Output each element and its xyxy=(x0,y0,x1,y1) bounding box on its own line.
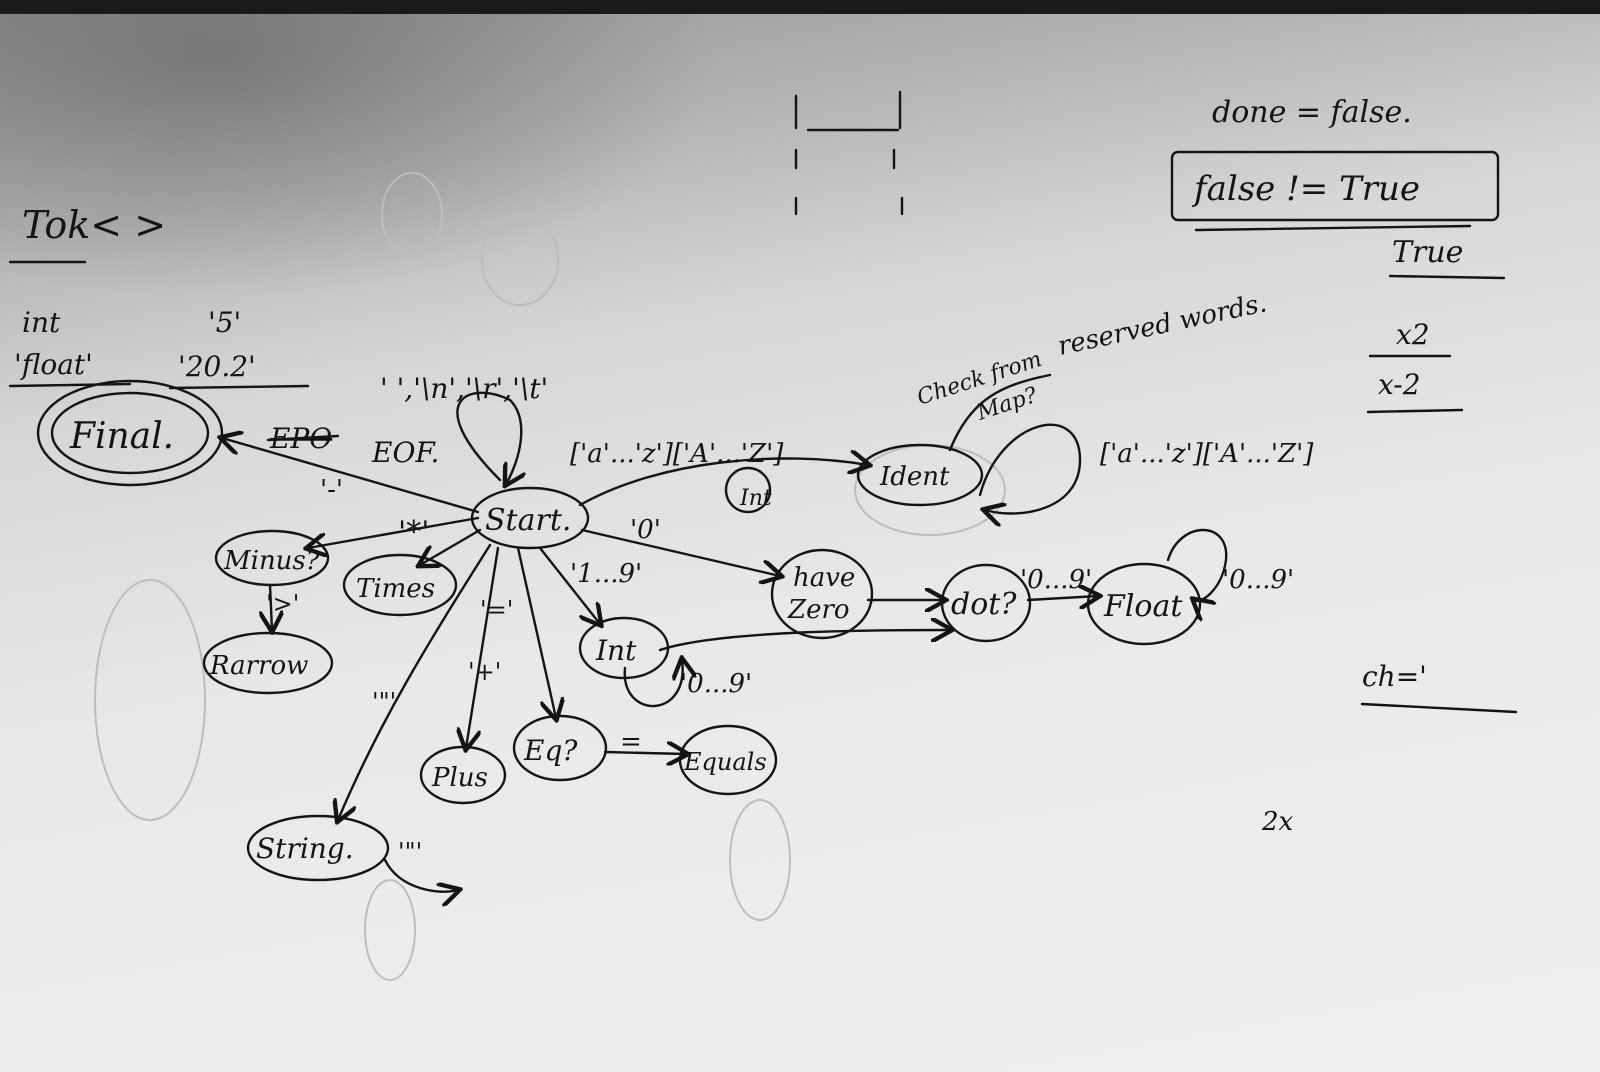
token-float-value: '20.2' xyxy=(178,350,256,383)
state-dot-label: dot? xyxy=(951,587,1017,622)
edge-int-dot xyxy=(658,630,950,652)
float-underline xyxy=(8,382,132,388)
state-dot: dot? xyxy=(940,563,1032,643)
edge-float-self-loop xyxy=(1166,528,1228,601)
state-int-label: Int xyxy=(595,634,637,667)
label-string-exit: '"' xyxy=(398,838,422,866)
float-value-underline xyxy=(168,384,310,390)
edge-ident-self-loop xyxy=(980,423,1082,514)
label-letters-loop: ['a'...'z']['A'...'Z'] xyxy=(1100,439,1314,469)
state-minus: Minus? xyxy=(214,529,330,587)
state-start: Start. xyxy=(470,486,590,550)
scribble-mark xyxy=(724,466,772,514)
note-result: True xyxy=(1392,235,1463,270)
ghost-mark xyxy=(381,172,443,258)
top-edge xyxy=(0,0,1600,14)
label-scribble: Int xyxy=(739,486,772,511)
label-string-quote: '"' xyxy=(372,688,396,716)
state-times-label: Times xyxy=(356,574,435,604)
state-equals-label: Equals xyxy=(683,748,767,776)
edge-int-self-loop xyxy=(623,660,683,708)
state-have-zero-label-1: have xyxy=(793,563,855,593)
note-ch-underline xyxy=(1360,702,1518,714)
note-done: done = false. xyxy=(1212,95,1412,130)
ghost-mark xyxy=(481,214,559,306)
state-plus: Plus xyxy=(419,745,507,805)
state-plus-label: Plus xyxy=(431,763,488,793)
note-x2: x2 xyxy=(1396,318,1430,351)
shadow-overlay xyxy=(0,0,720,300)
state-have-zero-label-2: Zero xyxy=(787,595,850,625)
state-equals: Equals xyxy=(678,724,778,796)
state-string-label: String. xyxy=(256,832,354,865)
state-times: Times xyxy=(342,553,458,617)
label-reserved-words: reserved words. xyxy=(1055,288,1269,362)
edge-string-exit xyxy=(383,858,458,892)
eof-strike-line xyxy=(266,434,340,442)
ghost-mark xyxy=(364,879,416,981)
label-int-loop: '0...9' xyxy=(680,669,752,699)
edge-ident-check xyxy=(948,373,1052,452)
ghost-mark xyxy=(94,579,206,821)
label-digits-start: '1...9' xyxy=(570,559,642,589)
edge-eq-equals xyxy=(603,752,686,754)
label-float-loop: '0...9' xyxy=(1222,565,1294,595)
label-whitespace: ' ','\n','\r','\t' xyxy=(380,372,548,405)
label-equals: = xyxy=(620,727,642,757)
label-letters-in: ['a'...'z']['A'...'Z'] xyxy=(570,439,784,469)
edge-start-int xyxy=(538,546,600,624)
state-float-label: Float xyxy=(1103,589,1183,624)
token-float-label: 'float' xyxy=(14,348,93,381)
edge-start-minus xyxy=(308,516,480,548)
note-box-underline xyxy=(1194,224,1472,232)
label-times: '*' xyxy=(398,515,430,550)
state-eq-label: Eq? xyxy=(523,734,578,767)
label-zero: '0' xyxy=(630,515,661,545)
state-arrow-label: Rarrow xyxy=(209,651,308,681)
edge-dot-float xyxy=(1026,596,1098,600)
edge-start-string xyxy=(338,543,492,820)
note-x-minus-2-line xyxy=(1366,408,1464,414)
token-int-value: '5' xyxy=(208,306,241,339)
note-x-minus-2: x-2 xyxy=(1378,368,1421,401)
label-eof: EOF. xyxy=(371,436,439,469)
ghost-mark xyxy=(729,799,791,921)
label-dot-to-float: '0...9' xyxy=(1020,565,1092,595)
state-final-label: Final. xyxy=(69,416,174,457)
label-minus: '-' xyxy=(320,475,343,505)
note-boxed-text: false != True xyxy=(1191,169,1420,209)
note-box xyxy=(1170,150,1500,222)
label-eq: '=' xyxy=(480,596,513,624)
state-int: Int xyxy=(578,616,670,680)
note-result-underline xyxy=(1388,274,1506,280)
edge-minus-arrow xyxy=(270,583,272,630)
token-heading: Tok< > xyxy=(22,203,166,247)
label-plus: '+' xyxy=(468,658,501,686)
edge-start-ident xyxy=(578,458,868,507)
edge-start-final xyxy=(222,438,480,514)
state-minus-label: Minus? xyxy=(223,546,321,576)
state-string: String. xyxy=(246,814,390,882)
note-ch: ch=' xyxy=(1362,660,1427,693)
label-arrow: '>' xyxy=(266,590,299,618)
state-ident-label: Ident xyxy=(879,462,950,492)
state-float: Float xyxy=(1086,562,1202,646)
token-int-label: int xyxy=(22,306,61,339)
state-start-label: Start. xyxy=(485,503,571,538)
state-have-zero: have Zero xyxy=(770,548,874,640)
sketch-marks xyxy=(794,90,904,216)
edge-start-self-loop xyxy=(456,391,521,484)
state-ident: Ident xyxy=(856,443,984,507)
note-2x: 2x xyxy=(1261,807,1294,837)
edge-start-eq xyxy=(516,546,556,718)
state-arrow: Rarrow xyxy=(202,631,334,695)
state-final: Final. xyxy=(36,379,224,487)
edge-start-plus xyxy=(466,546,500,748)
state-eq: Eq? xyxy=(512,714,608,782)
edge-start-havezero xyxy=(580,528,780,576)
